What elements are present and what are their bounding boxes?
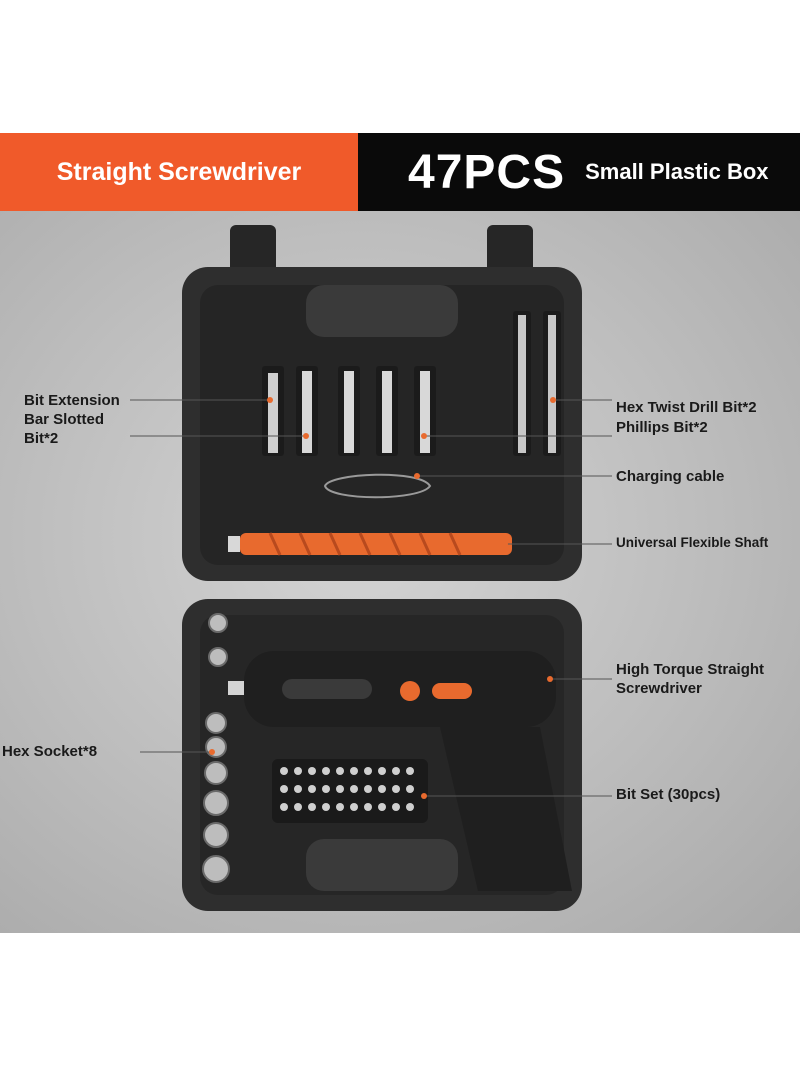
bit-set-tray — [272, 759, 428, 823]
product-type-label: Straight Screwdriver — [0, 133, 358, 211]
callout-bit-extension: Bit Extension Bar Slotted Bit*2 — [24, 392, 120, 447]
callout-hex-twist-drill: Hex Twist Drill Bit*2 — [616, 399, 757, 416]
callout-hex-socket: Hex Socket*8 — [2, 743, 98, 760]
box-type-label: Small Plastic Box — [585, 159, 769, 184]
flexible-shaft — [228, 532, 512, 556]
charging-cable-shape — [323, 473, 432, 499]
callout-flexible-shaft: Universal Flexible Shaft — [616, 535, 769, 550]
base-handle-cutout — [306, 839, 458, 891]
lid-handle-cutout — [306, 285, 458, 337]
extension-bits — [262, 366, 436, 456]
callout-high-torque: High Torque Straight Screwdriver — [616, 661, 765, 697]
callout-bit-set: Bit Set (30pcs) — [616, 786, 721, 803]
screwdriver-body — [228, 651, 572, 891]
callout-lines — [130, 397, 612, 799]
callout-phillips-bit: Phillips Bit*2 — [616, 419, 708, 436]
drill-bits — [513, 311, 561, 456]
case-hinge-right — [487, 225, 533, 275]
kit-summary: 47PCS Small Plastic Box — [358, 133, 800, 211]
product-photo: Bit Extension Bar Slotted Bit*2 Hex Twis… — [0, 211, 800, 933]
hex-sockets — [202, 613, 230, 883]
tool-case-illustration — [130, 225, 612, 911]
callout-charging-cable: Charging cable — [616, 468, 725, 485]
case-hinge-left — [230, 225, 276, 275]
piece-count: 47PCS — [408, 145, 566, 199]
header-banner: Straight Screwdriver 47PCS Small Plastic… — [0, 133, 800, 211]
